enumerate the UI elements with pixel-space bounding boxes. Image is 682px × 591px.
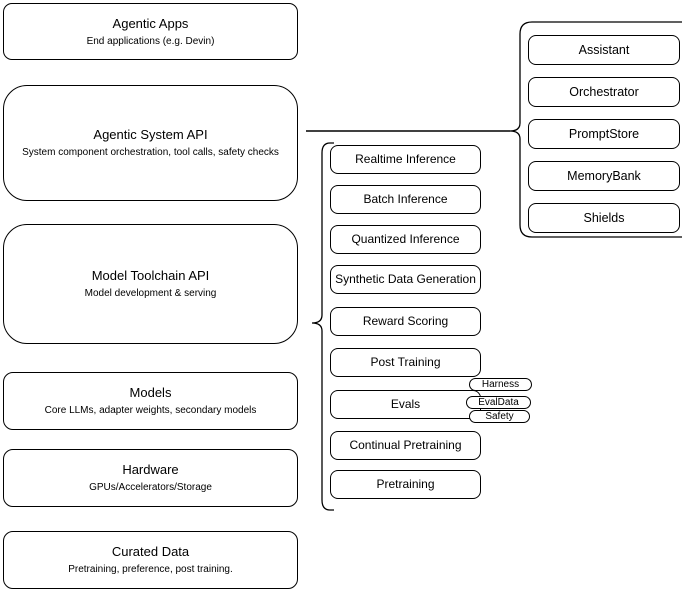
node-subtitle: Core LLMs, adapter weights, secondary mo… <box>44 405 257 416</box>
node-promptstore: PromptStore <box>528 119 680 149</box>
tag-harness: Harness <box>469 378 532 391</box>
node-title: Agentic System API <box>93 127 208 142</box>
node-continual-pretraining: Continual Pretraining <box>330 431 481 460</box>
tag-safety: Safety <box>469 410 530 423</box>
tag-evaldata: EvalData <box>466 396 531 409</box>
node-subtitle: GPUs/Accelerators/Storage <box>89 482 212 493</box>
node-quantized-inference: Quantized Inference <box>330 225 481 254</box>
node-model-toolchain-api: Model Toolchain API Model development & … <box>3 224 298 344</box>
node-assistant: Assistant <box>528 35 680 65</box>
node-post-training: Post Training <box>330 348 481 377</box>
node-pretraining: Pretraining <box>330 470 481 499</box>
node-orchestrator: Orchestrator <box>528 77 680 107</box>
node-memorybank: MemoryBank <box>528 161 680 191</box>
node-shields: Shields <box>528 203 680 233</box>
node-title: Curated Data <box>111 544 190 559</box>
node-realtime-inference: Realtime Inference <box>330 145 481 174</box>
node-subtitle: Pretraining, preference, post training. <box>68 564 233 575</box>
node-subtitle: End applications (e.g. Devin) <box>86 35 215 47</box>
node-subtitle: System component orchestration, tool cal… <box>22 147 279 158</box>
node-title: Agentic Apps <box>112 15 189 31</box>
node-synthetic-data-generation: Synthetic Data Generation <box>330 265 481 294</box>
node-title: Models <box>129 385 172 400</box>
node-batch-inference: Batch Inference <box>330 185 481 214</box>
node-subtitle: Model development & serving <box>84 288 217 299</box>
node-title: Model Toolchain API <box>91 268 210 283</box>
node-reward-scoring: Reward Scoring <box>330 307 481 336</box>
node-models: Models Core LLMs, adapter weights, secon… <box>3 372 298 430</box>
node-evals: Evals <box>330 390 481 419</box>
node-agentic-apps: Agentic Apps End applications (e.g. Devi… <box>3 3 298 60</box>
node-title: Hardware <box>122 462 179 477</box>
node-hardware: Hardware GPUs/Accelerators/Storage <box>3 449 298 507</box>
node-agentic-system-api: Agentic System API System component orch… <box>3 85 298 201</box>
brace-toolchain-group <box>311 142 334 511</box>
node-curated-data: Curated Data Pretraining, preference, po… <box>3 531 298 589</box>
